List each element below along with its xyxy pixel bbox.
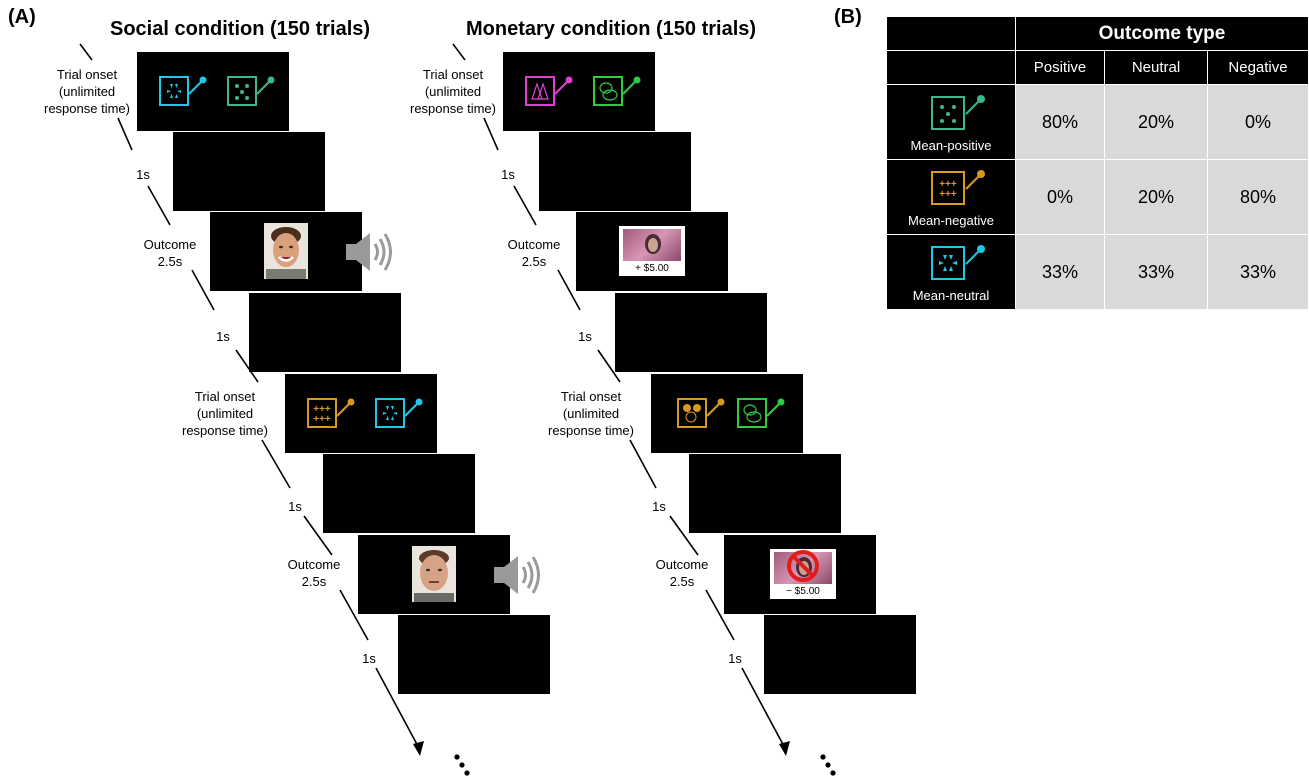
monetary-trial-onset-label: Trial onset (unlimited response time): [410, 67, 496, 116]
social-trial-screen: [137, 52, 289, 131]
monetary-iti-label: 1s: [728, 651, 742, 666]
table-cell: 20%: [1104, 159, 1208, 235]
social-outcome-screen: [210, 212, 392, 291]
prohibition-icon: [787, 550, 819, 582]
monetary-iti-label: 1s: [652, 499, 666, 514]
stimulus-handle-icon: [766, 398, 785, 417]
table-cell: 0%: [1015, 159, 1105, 235]
social-iti-label: 1s: [136, 167, 150, 182]
monetary-iti-label: 1s: [501, 167, 515, 182]
outcome-probability-table: Outcome type Positive Neutral Negative M…: [886, 16, 1309, 310]
table-cell: 33%: [1015, 234, 1105, 310]
panel-a-label: (A): [8, 6, 36, 28]
table-header: Outcome type: [1015, 16, 1309, 51]
monetary-iti-label: 1s: [578, 329, 592, 344]
table-corner-cell: [886, 50, 1016, 85]
table-row: Mean-positive 80% 20% 0%: [886, 84, 1309, 160]
table-row: +++ +++ Mean-negative 0% 20% 80%: [886, 159, 1309, 235]
stimulus-handle-icon: [554, 76, 573, 95]
monetary-outcome-screen: − $5.00: [724, 535, 876, 614]
face-photo: [412, 546, 456, 602]
monetary-condition-title: Monetary condition (150 trials): [466, 18, 757, 40]
column-header: Neutral: [1104, 50, 1208, 85]
monetary-stimulus-icon: [737, 398, 767, 428]
stimulus-handle-icon: [706, 398, 725, 417]
table-cell: 80%: [1015, 84, 1105, 160]
monetary-stimulus-icon: [525, 76, 555, 106]
neutral-stimulus-icon: [159, 76, 189, 106]
column-header: Negative: [1207, 50, 1309, 85]
social-iti-label: 1s: [216, 329, 230, 344]
negative-stimulus-icon: +++ +++: [307, 398, 337, 428]
ellipsis-dots: [818, 754, 840, 784]
panel-b-label: (B): [834, 6, 862, 28]
social-outcome-label: Outcome 2.5s: [143, 237, 197, 269]
monetary-blank-screen: [764, 615, 916, 694]
gain-amount: + $5.00: [635, 263, 669, 274]
negative-stimulus-icon: +++ +++: [931, 171, 965, 205]
speaker-icon: [494, 556, 540, 594]
ellipsis-dots: [452, 754, 474, 784]
table-cell: 33%: [1207, 234, 1309, 310]
social-blank-screen: [398, 615, 550, 694]
monetary-blank-screen: [615, 293, 767, 372]
monetary-trial-screen: [503, 52, 655, 131]
monetary-trial-screen: [651, 374, 803, 453]
stimulus-handle-icon: [404, 398, 423, 417]
monetary-blank-screen: [689, 454, 841, 533]
table-cell: 80%: [1207, 159, 1309, 235]
row-header: Mean-positive: [886, 84, 1016, 160]
stimulus-handle-icon: [188, 76, 207, 95]
positive-stimulus-icon: [931, 96, 965, 130]
social-outcome-label: Outcome 2.5s: [287, 557, 341, 589]
neutral-stimulus-icon: [375, 398, 405, 428]
row-label: Mean-neutral: [912, 288, 990, 303]
monetary-stimulus-icon: [677, 398, 707, 428]
social-blank-screen: [173, 132, 325, 211]
column-header: Positive: [1015, 50, 1105, 85]
social-trial-screen: +++ +++: [285, 374, 437, 453]
social-iti-label: 1s: [288, 499, 302, 514]
monetary-trial-onset-label: Trial onset (unlimited response time): [548, 389, 634, 438]
stimulus-handle-icon: [336, 398, 355, 417]
monetary-blank-screen: [539, 132, 691, 211]
monetary-outcome-label: Outcome 2.5s: [655, 557, 709, 589]
banknote-image: − $5.00: [770, 549, 836, 599]
social-outcome-screen: [358, 535, 540, 614]
social-blank-screen: [323, 454, 475, 533]
stimulus-handle-icon: [622, 76, 641, 95]
table-cell: 33%: [1104, 234, 1208, 310]
monetary-outcome-label: Outcome 2.5s: [507, 237, 561, 269]
stimulus-handle-icon: [256, 76, 275, 95]
social-condition-title: Social condition (150 trials): [110, 18, 371, 40]
row-label: Mean-negative: [908, 213, 994, 228]
monetary-outcome-screen: + $5.00: [576, 212, 728, 291]
social-trial-onset-label: Trial onset (unlimited response time): [44, 67, 130, 116]
row-header: +++ +++ Mean-negative: [886, 159, 1016, 235]
table-corner-cell: [886, 16, 1016, 51]
table-cell: 20%: [1104, 84, 1208, 160]
row-header: Mean-neutral: [886, 234, 1016, 310]
banknote-image: + $5.00: [619, 226, 685, 276]
face-photo: [264, 223, 308, 279]
monetary-stimulus-icon: [593, 76, 623, 106]
positive-stimulus-icon: [227, 76, 257, 106]
social-iti-label: 1s: [362, 651, 376, 666]
table-cell: 0%: [1207, 84, 1309, 160]
table-row: Mean-neutral 33% 33% 33%: [886, 234, 1309, 310]
social-trial-onset-label: Trial onset (unlimited response time): [182, 389, 268, 438]
social-blank-screen: [249, 293, 401, 372]
speaker-icon: [346, 233, 392, 271]
loss-amount: − $5.00: [786, 586, 820, 597]
row-label: Mean-positive: [910, 138, 992, 153]
neutral-stimulus-icon: [931, 246, 965, 280]
